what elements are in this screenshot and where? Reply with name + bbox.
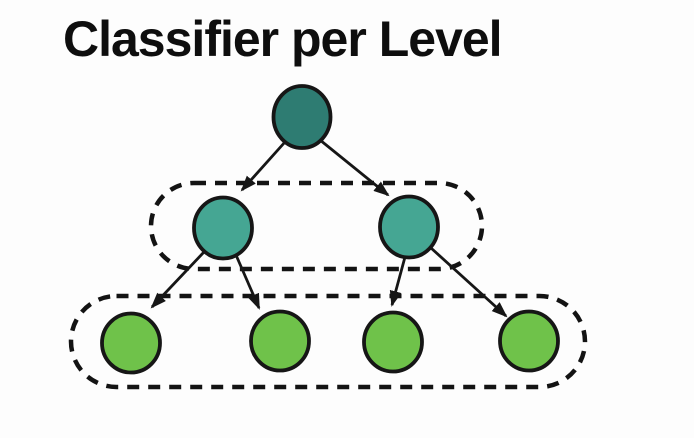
leaf-level-group-outline bbox=[68, 293, 588, 390]
page-title: Classifier per Level bbox=[63, 11, 503, 67]
edge-middle-2-to-leaf-4 bbox=[430, 246, 508, 318]
edge-middle-1-to-leaf-2 bbox=[234, 254, 261, 310]
middle-node-2 bbox=[378, 194, 440, 260]
edge-middle-2-to-leaf-3 bbox=[389, 256, 407, 307]
middle-node-1 bbox=[192, 195, 254, 261]
edge-root-to-middle-2 bbox=[319, 138, 390, 197]
leaf-node-3 bbox=[362, 310, 424, 374]
edge-middle-1-to-leaf-1 bbox=[150, 251, 206, 309]
root-node bbox=[271, 84, 333, 150]
leaf-node-4 bbox=[498, 309, 560, 373]
leaf-node-1 bbox=[100, 311, 162, 375]
leaf-node-2 bbox=[249, 309, 311, 373]
edge-root-to-middle-1 bbox=[240, 141, 287, 192]
